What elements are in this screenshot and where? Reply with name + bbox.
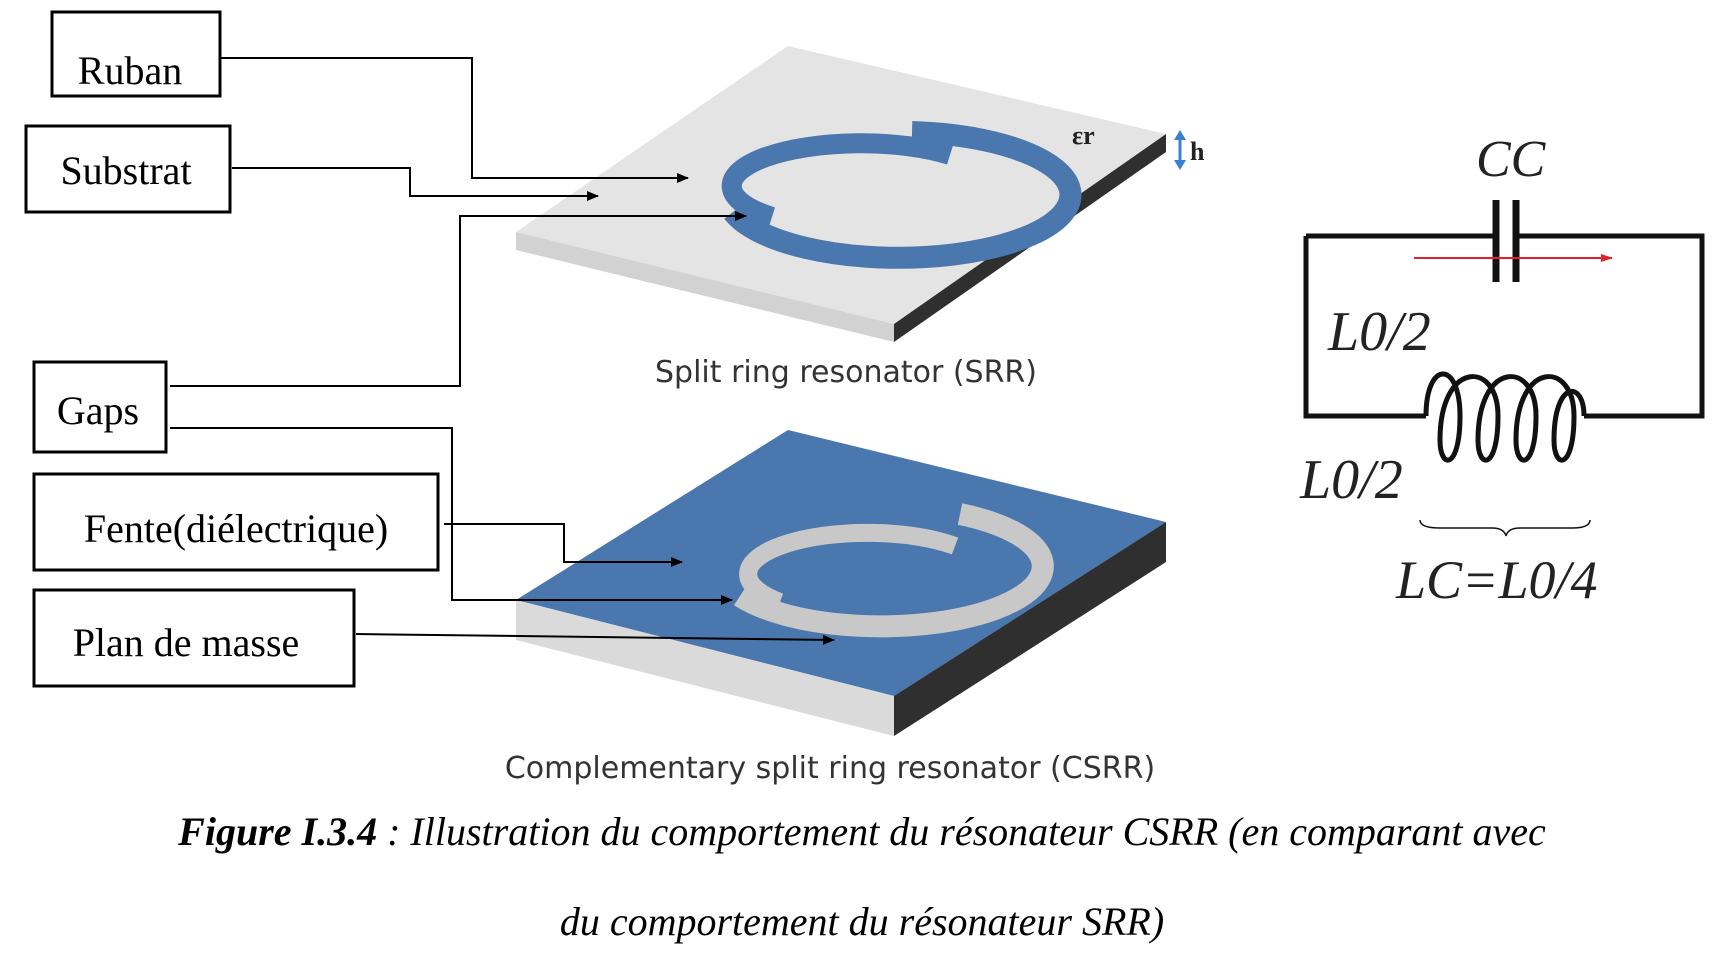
srr-board: εr h Split ring resonator (SRR) [516, 46, 1205, 390]
figure-caption-ref: Figure I.3.4 [178, 809, 378, 854]
total-inductance-label: LC=L0/4 [1395, 550, 1598, 610]
figure-caption-line2: du comportement du résonateur SRR) [559, 899, 1165, 944]
label-box-gaps: Gaps [32, 360, 168, 454]
srr-substrate-side-front [516, 232, 894, 342]
figure-caption-line1: Figure I.3.4 : Illustration du comportem… [0, 808, 1724, 855]
label-plan-de-masse: Plan de masse [73, 620, 300, 665]
arrow-gaps-srr [170, 211, 747, 387]
srr-substrate-top [516, 46, 1166, 324]
srr-inner-ring [721, 133, 953, 227]
height-indicator [1174, 130, 1186, 170]
inductor-bottom-label: L0/2 [1299, 449, 1403, 511]
label-gaps: Gaps [57, 388, 139, 433]
arrow-plan-de-masse [355, 633, 835, 645]
label-box-ruban: Ruban [50, 10, 222, 98]
csrr-inner-slot [739, 523, 959, 611]
label-box-fente: Fente(diélectrique) [32, 472, 440, 572]
circuit-wire-left [1303, 236, 1426, 419]
csrr-substrate-side-right [894, 522, 1166, 736]
srr-permittivity-label: εr [1072, 121, 1095, 150]
csrr-substrate-side-front [516, 600, 894, 736]
csrr-ground-plane [516, 430, 1166, 696]
inductor-coil [1423, 371, 1587, 463]
csrr-board: Complementary split ring resonator (CSRR… [505, 430, 1166, 786]
csrr-outer-slot [734, 503, 1054, 638]
equivalent-circuit [1303, 200, 1705, 537]
srr-outer-ring [724, 121, 1082, 269]
arrow-gaps-csrr [170, 427, 733, 605]
srr-height-label: h [1190, 137, 1205, 166]
srr-caption: Split ring resonator (SRR) [655, 355, 1037, 390]
inductance-brace [1419, 519, 1591, 537]
arrow-ruban [220, 57, 689, 183]
arrow-fente [444, 523, 683, 567]
circuit-wire-top-right [1518, 233, 1705, 419]
label-ruban: Ruban [78, 48, 182, 93]
leader-lines [170, 57, 835, 645]
label-box-substrat: Substrat [24, 124, 232, 214]
csrr-caption: Complementary split ring resonator (CSRR… [505, 751, 1155, 786]
label-fente: Fente(diélectrique) [84, 506, 388, 551]
label-box-plan-de-masse: Plan de masse [32, 588, 356, 688]
inductor-top-label: L0/2 [1327, 301, 1431, 363]
label-substrat: Substrat [60, 148, 191, 193]
figure-caption-text: : Illustration du comportement du résona… [377, 809, 1546, 854]
capacitor-label: CC [1476, 131, 1547, 188]
arrow-substrat [232, 167, 599, 201]
